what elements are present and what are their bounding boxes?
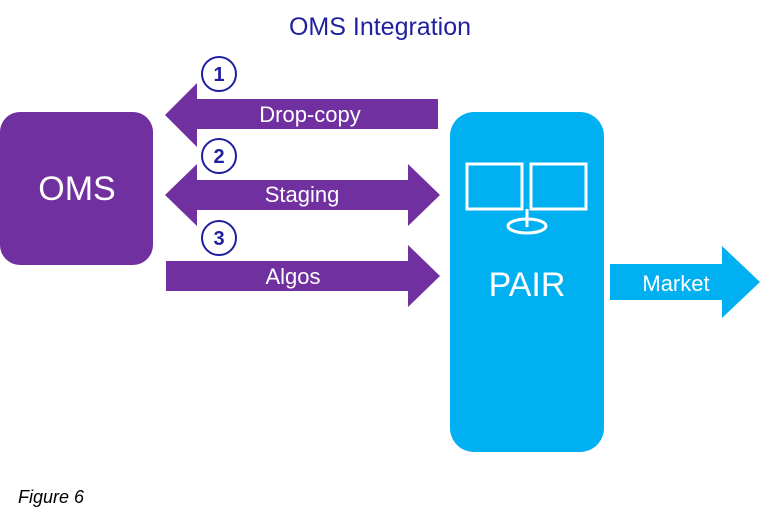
step-number-1: 1	[213, 64, 224, 86]
pair-box	[450, 112, 604, 452]
market-label: Market	[642, 271, 709, 296]
step-number-2: 2	[213, 146, 224, 168]
flow-drop-copy: 1 Drop-copy	[165, 56, 438, 147]
flow-staging: 2 Staging	[165, 138, 440, 226]
oms-node: OMS	[0, 112, 153, 265]
oms-box	[0, 112, 153, 265]
algos-label: Algos	[265, 264, 320, 289]
drop-copy-label: Drop-copy	[259, 102, 360, 127]
flow-market: Market	[610, 246, 760, 318]
step-circle-1	[201, 56, 237, 92]
pair-label: PAIR	[489, 266, 566, 304]
figure-caption: Figure 6	[18, 487, 85, 507]
step-circle-3	[201, 220, 237, 256]
step-number-3: 3	[213, 228, 224, 250]
drop-copy-arrow	[165, 83, 438, 147]
algos-arrow	[166, 245, 440, 307]
staging-arrow	[165, 164, 440, 226]
dual-monitor-icon	[465, 162, 588, 235]
flow-algos: 3 Algos	[166, 220, 440, 307]
market-arrow	[610, 246, 760, 318]
oms-label: OMS	[38, 170, 115, 208]
staging-label: Staging	[265, 182, 340, 207]
step-circle-2	[201, 138, 237, 174]
diagram-title: OMS Integration	[289, 13, 471, 41]
pair-node: PAIR	[450, 112, 604, 452]
